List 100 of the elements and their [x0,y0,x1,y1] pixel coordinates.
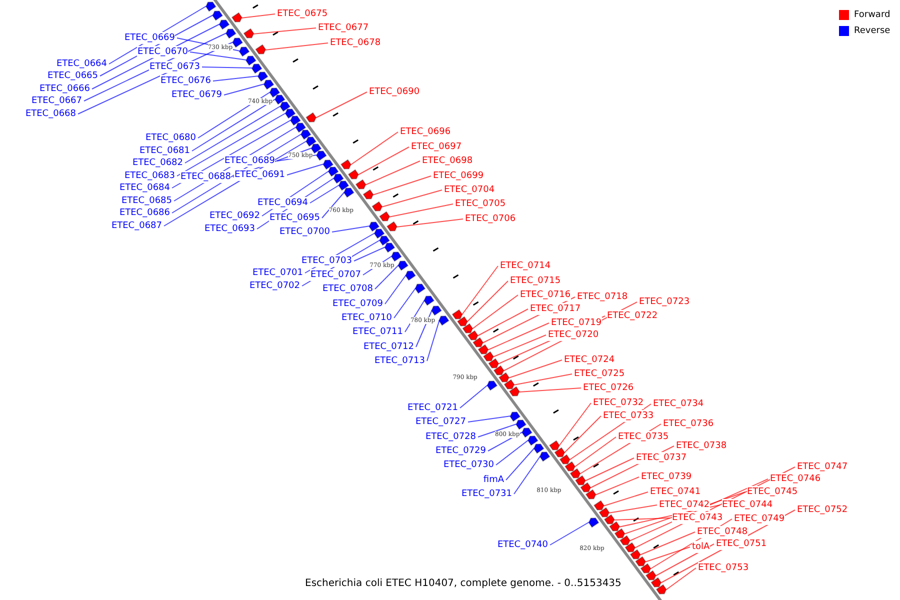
gene-block [624,542,636,552]
gene-block [539,452,550,462]
gene-label: ETEC_0688 [180,171,231,183]
gene-label: ETEC_0742 [659,499,710,511]
gene-block [462,323,474,334]
leader-line [192,98,276,152]
gene-label: ETEC_0695 [269,212,320,224]
leader-line [374,264,400,290]
gene-label: ETEC_0667 [31,95,82,107]
gene-label: ETEC_0748 [697,526,748,538]
gene-label: ETEC_0745 [747,486,798,498]
gene-label: ETEC_0735 [618,431,669,443]
leader-line [602,492,648,506]
leader-line [654,544,714,576]
leader-line [198,92,271,138]
gene-block [290,116,301,126]
gene-block [533,444,544,454]
gene-label: ETEC_0715 [510,275,561,287]
gene-block [467,330,478,340]
leader-line [550,522,590,546]
gene-block [508,386,520,396]
gene-block [619,535,630,546]
gene-label: ETEC_0699 [433,170,484,182]
gene-block [255,44,266,54]
gene-label: ETEC_0725 [574,368,625,380]
leader-line [613,518,670,520]
gene-block [328,166,339,177]
gene-block [212,10,224,21]
leader-line [584,458,634,482]
gene-label: ETEC_0722 [607,310,658,322]
gene-block [486,380,498,391]
gene-block [368,222,380,232]
gene-label: ETEC_0739 [641,471,692,483]
gene-label: ETEC_0746 [770,473,821,485]
gene-block [343,188,354,198]
gene-block [263,80,274,90]
gene-block [493,365,504,376]
gene-label: ETEC_0680 [145,132,196,144]
gene-block [431,306,442,316]
gene-block [478,344,489,354]
gene-label: ETEC_0731 [461,488,512,500]
leader-line [396,218,464,228]
gene-block [398,260,409,271]
leader-line [665,568,696,590]
gene-label: ETEC_0696 [400,126,451,138]
gene-label: ETEC_0753 [698,562,749,574]
gene-label: ETEC_0747 [797,461,848,473]
leader-line [461,266,498,316]
gene-label: ETEC_0677 [318,22,369,34]
gene-block [348,169,359,180]
gene-block [372,201,383,212]
gene-label: ETEC_0675 [277,8,328,20]
gene-label: ETEC_0698 [422,155,473,167]
gene-block [598,507,610,518]
gene-label: ETEC_0741 [650,486,701,498]
gene-label: ETEC_0726 [583,382,634,394]
leader-line [384,274,407,304]
gene-block [306,136,317,147]
gene-block [424,296,435,306]
leader-line [514,456,541,494]
gene-block [232,38,244,48]
gene-block [645,570,656,580]
leader-line [644,546,690,562]
gene-label: ETEC_0752 [797,504,848,516]
gene-block [338,180,350,191]
gene-label: ETEC_0669 [124,32,175,44]
gene-label: ETEC_0673 [149,61,200,73]
gene-block [274,94,286,105]
gene-block [488,358,500,368]
gene-label: ETEC_0737 [636,452,687,464]
gene-label: ETEC_0730 [443,459,494,471]
leader-line [190,52,248,60]
leader-line [594,476,640,496]
leader-line [364,160,420,186]
gene-block [585,489,596,500]
leader-line [639,532,696,556]
gene-block [218,20,230,30]
gene-block [374,228,385,239]
gene-block [362,189,374,200]
gene-block [516,420,527,430]
gene-label: ETEC_0668 [25,108,76,120]
leader-line [350,132,398,166]
gene-block [574,475,586,486]
gene-block [414,284,426,294]
gene-label: ETEC_0676 [160,75,211,87]
gene-block [527,436,538,446]
gene-label: ETEC_0744 [722,499,773,511]
leader-line [506,448,535,480]
leader-line [468,416,512,422]
gene-label: ETEC_0681 [139,145,190,157]
gene-block [205,2,216,12]
gene-label: ETEC_0679 [171,89,222,101]
leader-line [184,106,282,164]
gene-label: ETEC_0716 [520,289,571,301]
leader-line [240,14,276,18]
gene-label: ETEC_0685 [121,195,172,207]
gene-block [482,351,494,362]
gene-block [295,122,306,133]
leader-line [574,436,616,468]
gene-block [472,337,484,348]
